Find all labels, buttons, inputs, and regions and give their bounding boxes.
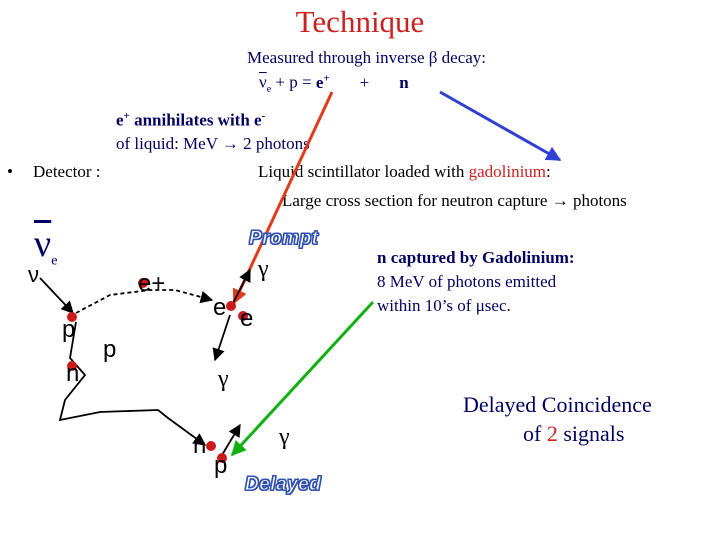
proton-label-2: p: [103, 336, 116, 364]
capture-line-3: within 10’s of μsec.: [377, 296, 511, 316]
proton-label-1: p: [62, 316, 75, 344]
gamma-delayed: γ: [279, 424, 290, 451]
neutron-path: [60, 322, 205, 445]
dc-prefix: of: [523, 421, 547, 446]
gamma-arrow-up: [232, 270, 250, 305]
gamma-prompt-1: γ: [258, 256, 269, 283]
blue-pointer-arrow: [440, 92, 560, 160]
capture-line-1-text: n captured by Gadolinium:: [377, 248, 575, 267]
neutron-dot-2: [206, 441, 216, 451]
neutron-label-1: n: [66, 360, 79, 388]
neutron-label-2: n: [193, 432, 206, 460]
delayed-coincidence-line-2: of 2 signals: [523, 421, 624, 447]
nu-symbol: ν: [34, 223, 51, 265]
capture-line-2: 8 MeV of photons emitted: [377, 272, 556, 292]
nu-subscript: e: [51, 254, 57, 269]
prompt-badge: Prompt: [249, 228, 319, 250]
proton-label-3: p: [214, 452, 227, 480]
annihilation-e-label: e: [213, 294, 226, 322]
dc-suffix: signals: [558, 421, 625, 446]
delayed-badge: Delayed: [245, 474, 321, 496]
delayed-coincidence-line-1: Delayed Coincidence: [463, 392, 652, 418]
dc-number: 2: [547, 421, 558, 446]
gamma-prompt-2: γ: [218, 366, 229, 393]
electron-label: e: [240, 305, 253, 333]
neutrino-small-label: ν: [28, 262, 39, 288]
neutrino-path: [40, 278, 73, 313]
positron-label: e+: [138, 270, 165, 298]
capture-line-1: n captured by Gadolinium:: [377, 248, 575, 268]
annihilation-dot: [226, 301, 236, 311]
